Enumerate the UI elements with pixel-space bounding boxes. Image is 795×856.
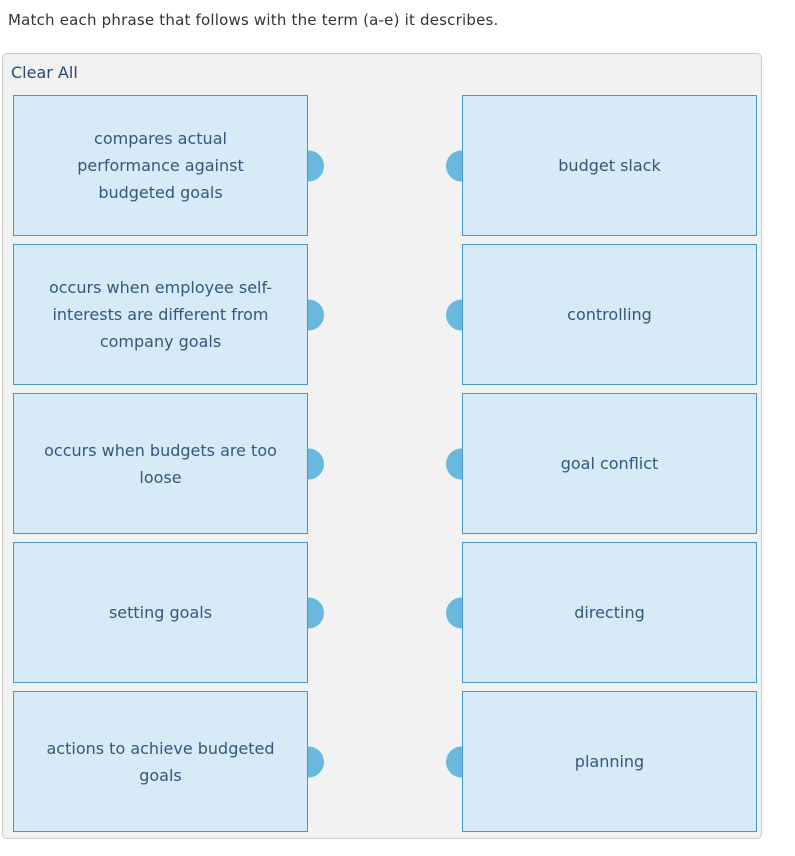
connector-dot[interactable]: [446, 299, 462, 330]
term-box[interactable]: controlling: [446, 244, 757, 385]
phrase-box[interactable]: occurs when employee self- interests are…: [13, 244, 324, 385]
matching-panel: Clear All compares actual performance ag…: [2, 53, 762, 839]
term-box[interactable]: budget slack: [446, 95, 757, 236]
connector-dot[interactable]: [308, 299, 324, 330]
phrase-text: occurs when budgets are too loose: [44, 440, 277, 487]
term-text: goal conflict: [560, 454, 659, 473]
connector-dot[interactable]: [446, 150, 462, 181]
term-text: controlling: [567, 305, 652, 324]
phrase-text: occurs when employee self- interests are…: [48, 278, 273, 351]
term-text: planning: [574, 752, 645, 771]
term-text: directing: [574, 603, 645, 622]
connector-dot[interactable]: [446, 746, 462, 777]
phrase-box[interactable]: setting goals: [13, 542, 324, 683]
phrase-box[interactable]: occurs when budgets are too loose: [13, 393, 324, 534]
term-box[interactable]: planning: [446, 691, 757, 832]
term-text: budget slack: [558, 156, 661, 175]
phrase-text: compares actual performance against budg…: [77, 129, 244, 202]
clear-all-button[interactable]: Clear All: [11, 63, 78, 82]
match-row: occurs when employee self- interests are…: [13, 244, 757, 385]
match-row: setting goals directing: [13, 542, 757, 683]
phrase-text: setting goals: [108, 603, 213, 622]
connector-dot[interactable]: [446, 448, 462, 479]
connector-dot[interactable]: [308, 597, 324, 628]
connector-dot[interactable]: [308, 448, 324, 479]
match-row: compares actual performance against budg…: [13, 95, 757, 236]
phrase-box[interactable]: compares actual performance against budg…: [13, 95, 324, 236]
phrase-box[interactable]: actions to achieve budgeted goals: [13, 691, 324, 832]
connector-dot[interactable]: [308, 746, 324, 777]
page-title: Match each phrase that follows with the …: [8, 11, 499, 29]
term-box[interactable]: directing: [446, 542, 757, 683]
phrase-text: actions to achieve budgeted goals: [46, 738, 275, 785]
connector-dot[interactable]: [308, 150, 324, 181]
match-row: occurs when budgets are too loose goal c…: [13, 393, 757, 534]
term-box[interactable]: goal conflict: [446, 393, 757, 534]
connector-dot[interactable]: [446, 597, 462, 628]
match-row: actions to achieve budgeted goals planni…: [13, 691, 757, 832]
